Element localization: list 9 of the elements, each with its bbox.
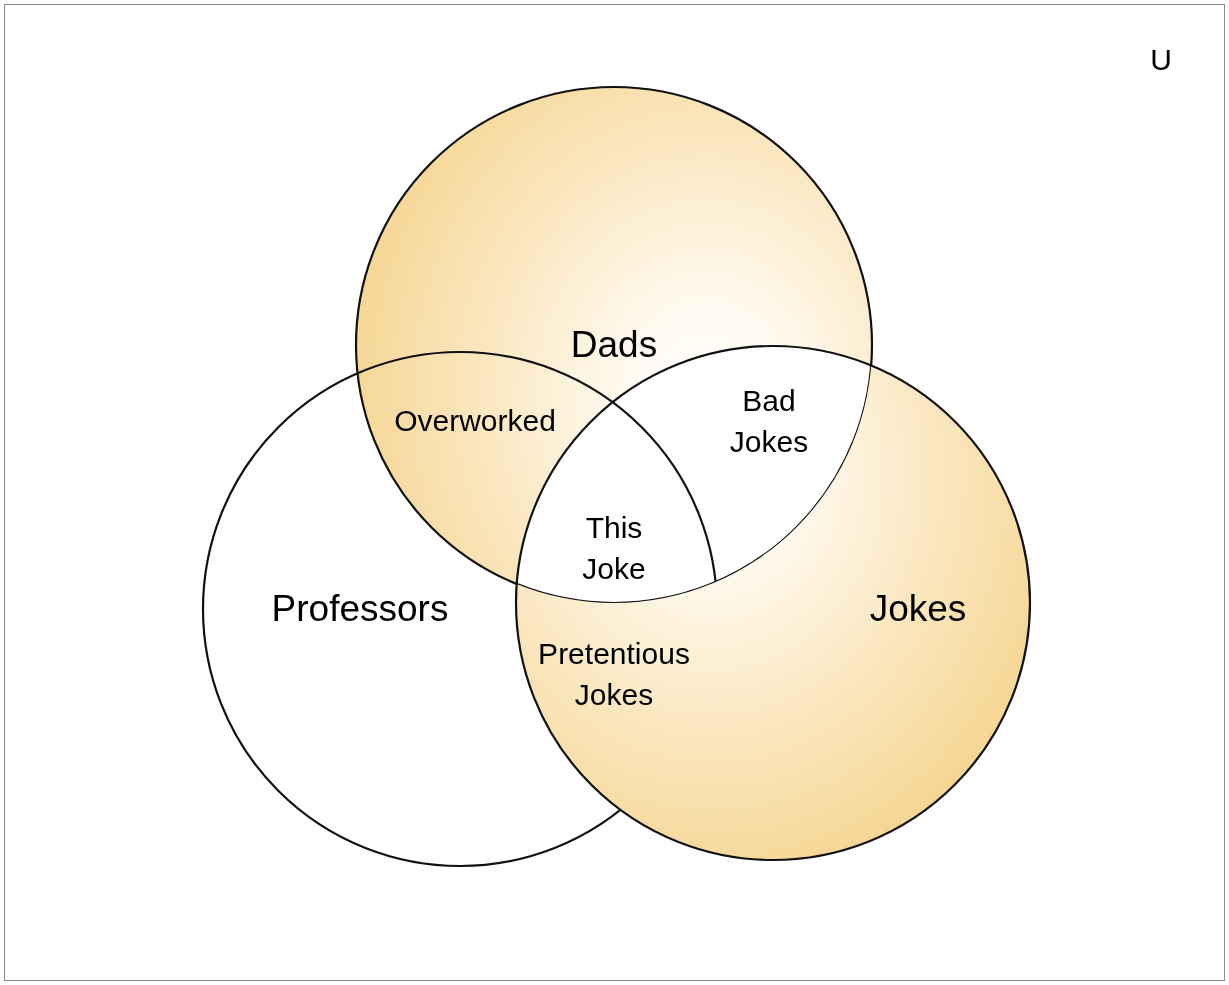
set-label: Dads	[570, 322, 658, 367]
region-label: This Joke	[582, 509, 646, 587]
set-label: Jokes	[869, 586, 967, 631]
set-label: Professors	[271, 586, 449, 631]
region-label: Pretentious Jokes	[538, 635, 690, 713]
universe-label: U	[1150, 42, 1172, 79]
universe-frame	[4, 4, 1225, 981]
region-label: Overworked	[394, 403, 556, 440]
region-label: Bad Jokes	[729, 382, 809, 460]
